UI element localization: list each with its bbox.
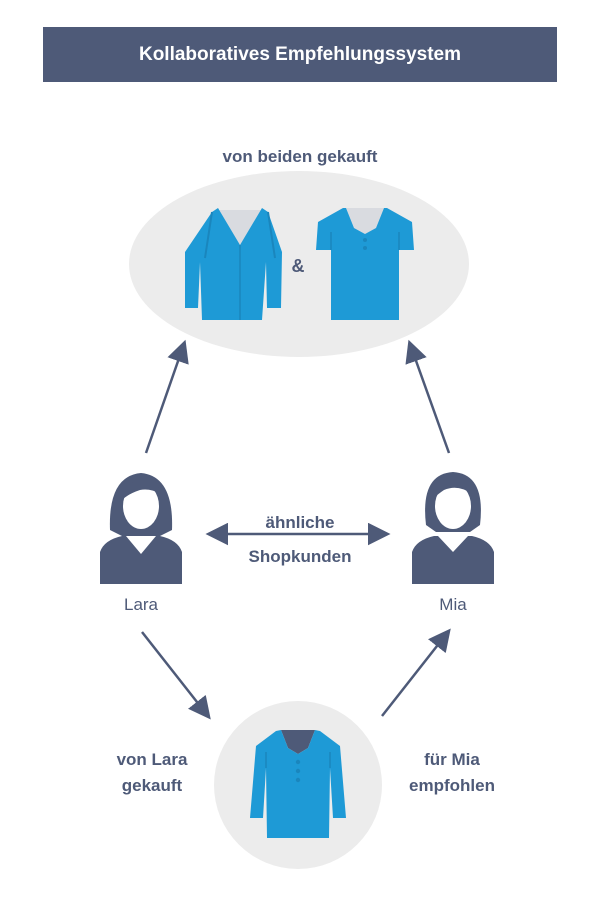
blouse-icon — [185, 208, 282, 320]
recommended-for-mia-label: für Mia empfohlen — [392, 747, 512, 799]
bought-by-lara-line-1: von Lara — [116, 750, 188, 769]
lara-name: Lara — [123, 595, 159, 614]
bought-by-lara-label: von Lara gekauft — [92, 747, 212, 799]
arrow-icon — [381, 628, 451, 717]
arrow-icon — [405, 339, 451, 454]
woman-lara-icon — [100, 473, 182, 584]
arrow-icon — [144, 339, 189, 454]
woman-mia-icon — [412, 472, 494, 584]
mia-name: Mia — [439, 595, 467, 614]
bought-by-lara-line-2: gekauft — [121, 776, 183, 795]
polo-shirt-icon — [316, 208, 414, 320]
ampersand-label: & — [292, 256, 305, 276]
arrow-icon — [141, 631, 211, 720]
longsleeve-polo-icon — [250, 730, 346, 838]
title-banner: Kollaboratives Empfehlungssystem — [43, 27, 557, 82]
recommended-for-mia-line-1: für Mia — [424, 750, 480, 769]
similar-line-1: ähnliche — [265, 513, 335, 532]
similar-customers-label: ähnliche Shopkunden — [200, 506, 400, 574]
bought-by-both-label: von beiden gekauft — [150, 144, 450, 170]
recommended-for-mia-line-2: empfohlen — [409, 776, 495, 795]
bought-by-both-text: von beiden gekauft — [222, 147, 378, 166]
page-title: Kollaboratives Empfehlungssystem — [138, 43, 462, 65]
similar-line-2: Shopkunden — [248, 547, 352, 566]
